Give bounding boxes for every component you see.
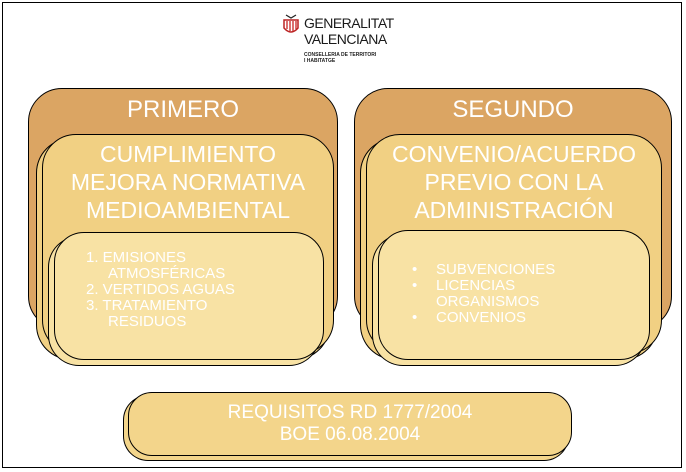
primero-items-list: 1. EMISIONES ATMOSFÉRICAS 2. VERTIDOS AG…	[86, 250, 235, 330]
primero-heading: PRIMERO	[126, 96, 239, 123]
requisitos-box: REQUISITOS RD 1777/2004 BOE 06.08.2004	[128, 392, 572, 456]
list-item: 1. EMISIONES	[86, 249, 187, 266]
list-item: RESIDUOS	[108, 313, 187, 330]
coat-of-arms-icon	[283, 14, 299, 33]
segundo-bullet-list: •SUBVENCIONES •LICENCIAS ORGANISMOS •CON…	[412, 262, 555, 326]
requisitos-line-2: BOE 06.08.2004	[279, 424, 421, 445]
logo-line-1: GENERALITAT	[304, 15, 394, 31]
logo-sub-1: CONSELLERIA DE TERRITORI	[304, 52, 377, 58]
segundo-title-line: CONVENIO/ACUERDO	[391, 141, 637, 167]
primero-title: CUMPLIMIENTO MEJORA NORMATIVA MEDIOAMBIE…	[42, 140, 334, 224]
segundo-items-box	[378, 230, 650, 360]
list-item: •LICENCIAS	[412, 277, 516, 294]
logo-line-2: VALENCIANA	[304, 31, 387, 47]
segundo-title-line: ADMINISTRACIÓN	[414, 197, 614, 223]
primero-items-box	[54, 232, 324, 360]
requisitos-line-1: REQUISITOS RD 1777/2004	[227, 402, 473, 423]
primero-title-line: MEDIOAMBIENTAL	[85, 197, 291, 223]
generalitat-logo: GENERALITAT VALENCIANA CONSELLERIA DE TE…	[282, 14, 402, 70]
list-item: •SUBVENCIONES	[412, 261, 556, 278]
segundo-heading: SEGUNDO	[452, 96, 574, 123]
list-item: 2. VERTIDOS AGUAS	[86, 281, 235, 298]
list-item: •CONVENIOS	[412, 309, 527, 326]
list-item: ATMOSFÉRICAS	[108, 265, 226, 282]
segundo-title-line: PREVIO CON LA	[424, 169, 604, 195]
primero-title-line: MEJORA NORMATIVA	[70, 169, 306, 195]
primero-title-line: CUMPLIMIENTO	[100, 141, 276, 167]
segundo-title: CONVENIO/ACUERDO PREVIO CON LA ADMINISTR…	[366, 140, 662, 224]
list-item: 3. TRATAMIENTO	[86, 297, 208, 314]
list-item: ORGANISMOS	[436, 293, 540, 310]
logo-sub-2: I HABITATGE	[304, 58, 336, 64]
